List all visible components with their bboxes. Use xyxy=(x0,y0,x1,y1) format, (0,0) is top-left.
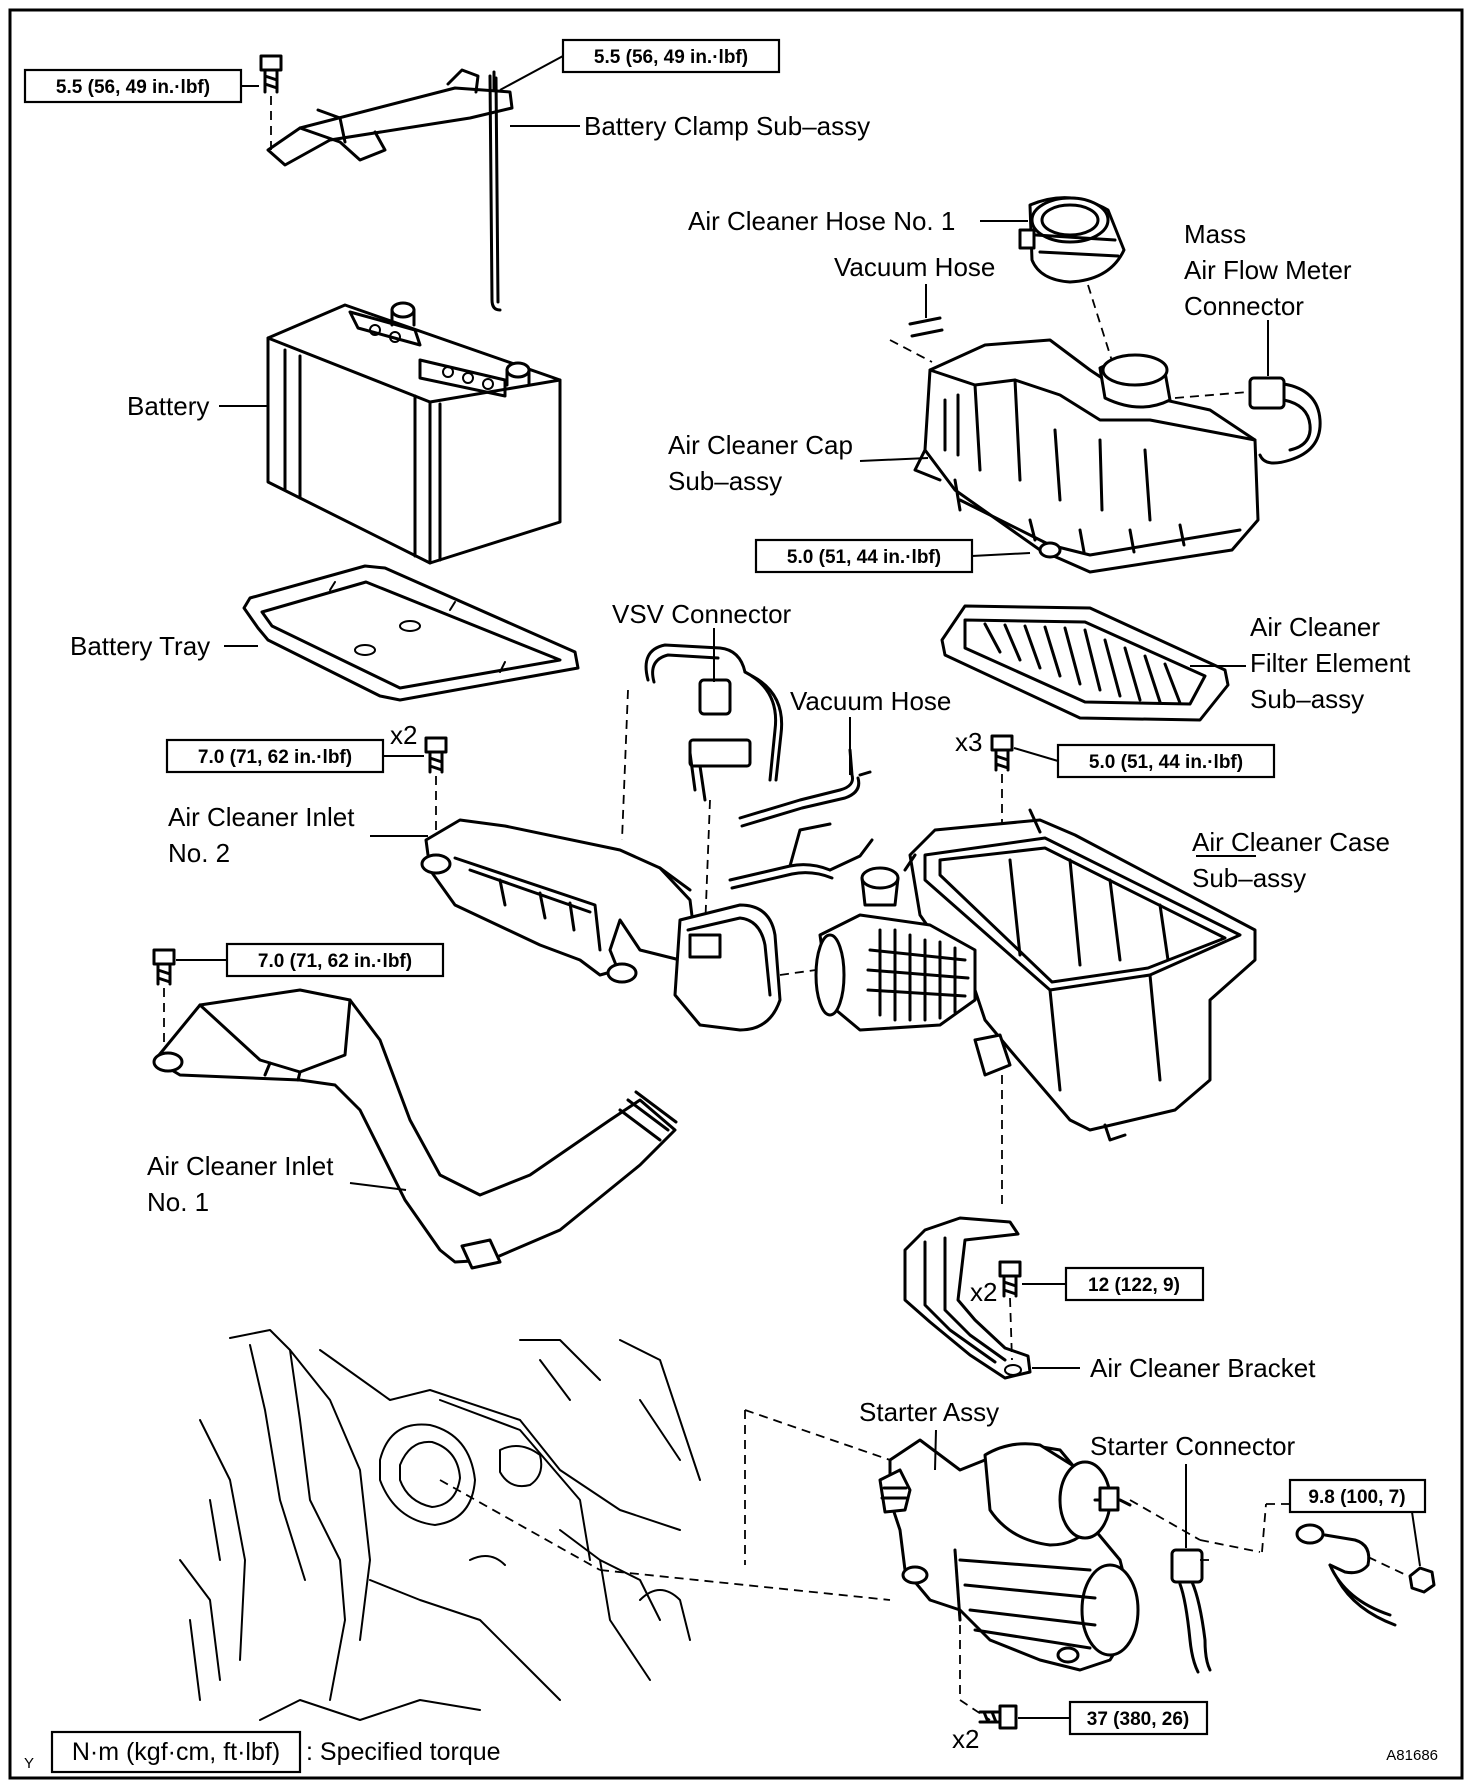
figure-code: A81686 xyxy=(1386,1747,1438,1764)
clamp-bolt-drawing xyxy=(259,54,283,150)
label-vacuum-hose-top: Vacuum Hose xyxy=(834,252,995,282)
label-vacuum-hose-mid: Vacuum Hose xyxy=(790,686,951,716)
air-cleaner-bracket-drawing xyxy=(903,1216,1032,1380)
label-inlet-1-line2: No. 1 xyxy=(147,1187,209,1217)
svg-text:9.8 (100, 7): 9.8 (100, 7) xyxy=(1308,1487,1405,1508)
label-inlet-2-line2: No. 2 xyxy=(168,838,230,868)
label-case-line1: Air Cleaner Case xyxy=(1192,827,1390,857)
air-cleaner-inlet-2-drawing xyxy=(420,818,697,984)
label-battery-tray: Battery Tray xyxy=(70,631,210,661)
svg-text:5.5 (56, 49 in.·lbf): 5.5 (56, 49 in.·lbf) xyxy=(594,47,748,68)
vacuum-hose-top-drawing xyxy=(889,316,944,363)
svg-text:5.5 (56, 49 in.·lbf): 5.5 (56, 49 in.·lbf) xyxy=(56,77,210,98)
vsv-connector-drawing xyxy=(621,643,784,931)
torque-legend: Y N·m (kgf·cm, ft·lbf) : Specified torqu… xyxy=(24,1730,501,1774)
tray-bolt-drawing: x2 xyxy=(390,720,448,836)
label-case-line2: Sub–assy xyxy=(1192,863,1306,893)
torque-box-cap: 5.0 (51, 44 in.·lbf) xyxy=(754,538,1031,574)
legend-description: : Specified torque xyxy=(306,1738,501,1766)
svg-text:x3: x3 xyxy=(955,727,982,757)
label-battery-clamp: Battery Clamp Sub–assy xyxy=(584,111,870,141)
bracket-bolt-drawing: x2 xyxy=(970,1260,1022,1361)
torque-box-bracket: 12 (122, 9) xyxy=(1022,1266,1205,1302)
svg-text:x2: x2 xyxy=(970,1277,997,1307)
starter-connector-drawing xyxy=(1170,1548,1212,1674)
torque-box-clamp-nut: 5.5 (56, 49 in.·lbf) xyxy=(499,38,781,91)
torque-box-clamp-bolt: 5.5 (56, 49 in.·lbf) xyxy=(23,68,259,104)
label-maf-line3: Connector xyxy=(1184,291,1304,321)
battery-drawing xyxy=(266,301,562,565)
svg-text:x2: x2 xyxy=(952,1724,979,1754)
air-cleaner-inlet-1-drawing xyxy=(152,988,678,1270)
torque-box-starter: 37 (380, 26) xyxy=(1018,1700,1209,1736)
label-filter-line3: Sub–assy xyxy=(1250,684,1364,714)
air-cleaner-case-drawing xyxy=(814,808,1257,1205)
svg-text:12 (122, 9): 12 (122, 9) xyxy=(1088,1275,1180,1296)
label-bracket: Air Cleaner Bracket xyxy=(1090,1353,1316,1383)
starter-drawing xyxy=(878,1438,1320,1721)
battery-clamp-drawing xyxy=(266,68,514,312)
starter-terminal-drawing xyxy=(1295,1523,1436,1627)
label-air-cleaner-hose-1: Air Cleaner Hose No. 1 xyxy=(688,206,955,236)
label-battery: Battery xyxy=(127,391,209,421)
filter-element-drawing xyxy=(940,604,1230,722)
diagram-frame xyxy=(8,8,1464,1780)
label-inlet-2-line1: Air Cleaner Inlet xyxy=(168,802,355,832)
label-vsv-connector: VSV Connector xyxy=(612,599,792,629)
label-starter-connector: Starter Connector xyxy=(1090,1431,1296,1461)
label-cap-line2: Sub–assy xyxy=(668,466,782,496)
svg-text:7.0 (71, 62 in.·lbf): 7.0 (71, 62 in.·lbf) xyxy=(198,747,352,768)
vacuum-hose-mid-drawing xyxy=(728,748,874,890)
label-filter-line1: Air Cleaner xyxy=(1250,612,1380,642)
starter-bolt-drawing: x2 xyxy=(952,1704,1018,1754)
label-starter: Starter Assy xyxy=(859,1397,999,1427)
torque-box-case: 5.0 (51, 44 in.·lbf) xyxy=(1013,743,1276,779)
label-filter-line2: Filter Element xyxy=(1250,648,1411,678)
svg-text:37 (380, 26): 37 (380, 26) xyxy=(1087,1709,1189,1730)
torque-box-tray: 7.0 (71, 62 in.·lbf) xyxy=(165,738,424,774)
battery-tray-drawing xyxy=(242,564,580,702)
vsv-hose-block-drawing xyxy=(673,903,831,1032)
label-cap-line1: Air Cleaner Cap xyxy=(668,430,853,460)
svg-text:5.0 (51, 44 in.·lbf): 5.0 (51, 44 in.·lbf) xyxy=(1089,752,1243,773)
svg-text:x2: x2 xyxy=(390,720,417,750)
torque-box-inlet-1: 7.0 (71, 62 in.·lbf) xyxy=(176,942,445,978)
svg-text:7.0 (71, 62 in.·lbf): 7.0 (71, 62 in.·lbf) xyxy=(258,951,412,972)
torque-box-terminal: 9.8 (100, 7) xyxy=(1288,1478,1427,1567)
inlet-1-bolt-drawing xyxy=(152,948,176,1050)
corner-letter: Y xyxy=(24,1755,34,1772)
engine-block-drawing xyxy=(179,1329,891,1721)
air-cleaner-cap-drawing xyxy=(913,338,1260,574)
maf-connector-drawing xyxy=(1174,376,1322,465)
svg-text:5.0 (51, 44 in.·lbf): 5.0 (51, 44 in.·lbf) xyxy=(787,547,941,568)
air-cleaner-hose-1-drawing xyxy=(1018,196,1126,381)
legend-unit-box: N·m (kgf·cm, ft·lbf) xyxy=(72,1738,280,1766)
label-maf-line1: Mass xyxy=(1184,219,1246,249)
label-maf-line2: Air Flow Meter xyxy=(1184,255,1352,285)
label-inlet-1-line1: Air Cleaner Inlet xyxy=(147,1151,334,1181)
